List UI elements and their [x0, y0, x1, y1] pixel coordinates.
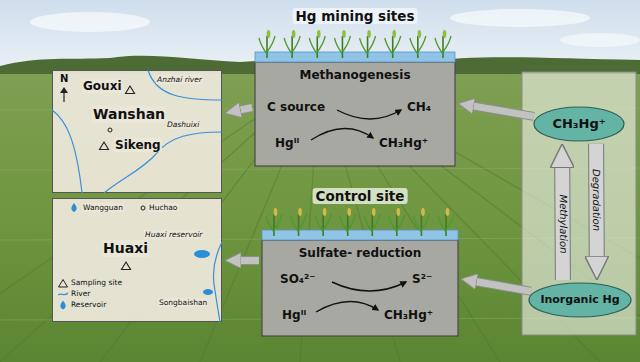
water-layer — [255, 52, 455, 62]
map-panel: Gouxi Anzhai riverWanshanDashuixiSikeng — [52, 70, 222, 193]
mining-site-soil-box: Hg mining sitesMethanogenesis C source CH₄… — [255, 6, 455, 166]
legend-entry: Sampling site — [58, 278, 122, 288]
arrow-outline — [588, 144, 605, 256]
chemical-species: CH₃Hg⁺ — [379, 136, 428, 150]
legend-text: Reservoir — [71, 300, 106, 309]
place-name: Songbaishan — [158, 298, 208, 307]
rice-plants — [259, 30, 451, 58]
legend-entry: Reservoir — [58, 300, 106, 310]
ellipse-outline — [534, 107, 624, 141]
species-name: CH₃Hg⁺ — [552, 116, 605, 132]
flow-arrow — [241, 260, 259, 261]
map-ground — [53, 199, 222, 322]
arrow-outline — [477, 282, 531, 292]
town-name: Wanshan — [92, 106, 166, 123]
site-name: Huaxi — [102, 240, 149, 257]
place-name: Wangguan — [82, 203, 124, 212]
water-layer — [262, 230, 458, 240]
legend-text: River — [71, 289, 90, 298]
control-site-soil-box: Control siteSulfate- reductionSO₄²⁻ S²⁻ Hg… — [262, 186, 458, 336]
chemical-species: Hgᴵᴵ — [275, 136, 299, 150]
reservoir-name: Huaxi reservoir — [144, 230, 203, 239]
site-name: Sikeng — [114, 138, 162, 152]
rivers — [52, 70, 222, 193]
legend-entry: River — [58, 289, 90, 299]
soil-layer — [255, 62, 455, 166]
map-symbols — [71, 203, 213, 295]
place-name: Huchao — [148, 203, 178, 212]
legend-text: Sampling site — [71, 278, 122, 287]
river-name: Dashuixi — [166, 120, 200, 129]
site-title: Hg mining sites — [293, 8, 418, 24]
arrow-shaft — [474, 106, 534, 116]
reaction-arrows — [311, 110, 401, 140]
map-ground — [53, 71, 222, 193]
cycle-panel — [522, 72, 636, 335]
rice-plants — [266, 208, 454, 236]
arrow-shaft — [555, 168, 570, 280]
rivers — [213, 242, 222, 322]
species-ellipse: CH₃Hg⁺ — [533, 106, 625, 142]
north-label: N — [60, 73, 68, 85]
soil-layer — [262, 240, 458, 336]
process-label: Degradation — [590, 167, 602, 233]
process-name: Sulfate- reduction — [299, 246, 422, 260]
legend-swatch — [58, 300, 68, 310]
process-label: Methylation — [556, 192, 568, 255]
river-name: Anzhai river — [156, 75, 203, 84]
reaction-arrows — [316, 282, 406, 312]
process-name: Methanogenesis — [299, 68, 410, 82]
arrow-outline — [241, 107, 252, 109]
legend-swatch — [58, 278, 68, 288]
chemical-species: C source — [267, 100, 325, 114]
species-ellipse: Inorganic Hg — [528, 282, 632, 318]
arrow-outline — [554, 168, 571, 280]
arrow-outline — [241, 256, 259, 265]
arrow-outline — [474, 106, 534, 116]
chemical-species: CH₄ — [407, 100, 431, 114]
flow-arrow — [474, 106, 534, 116]
legend-swatch — [58, 289, 68, 299]
species-name: Inorganic Hg — [540, 293, 619, 306]
chemical-species: Hgᴵᴵ — [282, 308, 306, 322]
flow-arrow — [241, 107, 252, 109]
arrow-shaft — [241, 107, 252, 109]
chemical-species: S²⁻ — [412, 272, 432, 286]
ellipse-outline — [529, 283, 631, 317]
arrow-shaft — [589, 144, 604, 256]
arrow-shaft — [477, 282, 531, 292]
site-title: Control site — [313, 188, 408, 204]
chemical-species: SO₄²⁻ — [280, 272, 316, 286]
arrow-shaft — [241, 257, 259, 264]
chemical-species: CH₃Hg⁺ — [384, 308, 433, 322]
flow-arrow — [477, 282, 531, 292]
site-name: Gouxi — [82, 79, 123, 93]
map1-drawing — [52, 70, 222, 193]
